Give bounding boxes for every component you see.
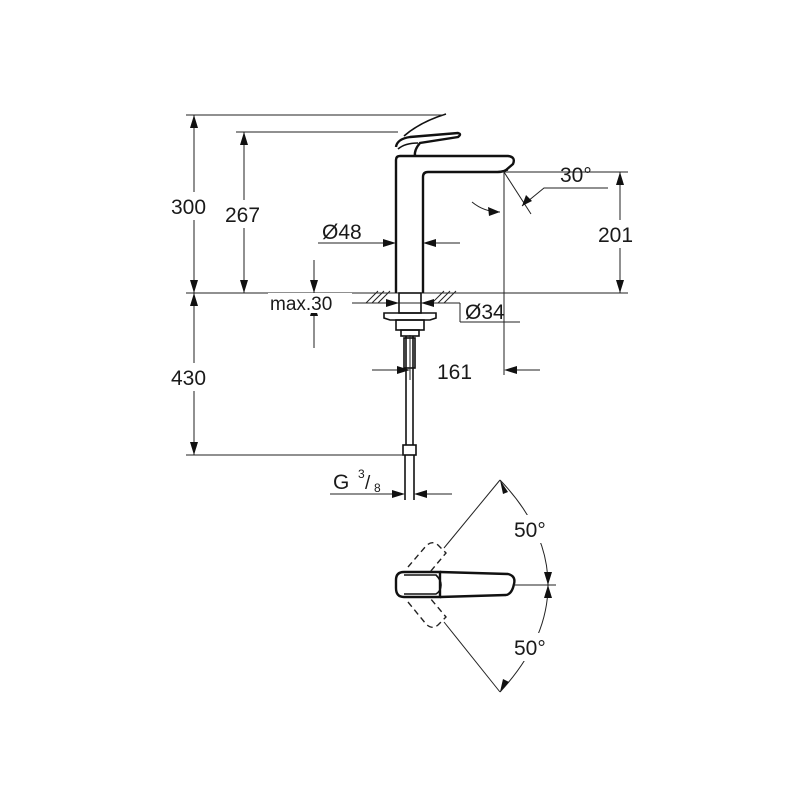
aerator-outlet — [495, 169, 509, 173]
top-view-handle-inner — [404, 574, 442, 595]
dimension-max-30-label: max.30 — [270, 294, 332, 315]
dimension-diameter-34: Ø34 — [386, 299, 520, 324]
faucet-top-view: 50° 50° — [394, 479, 562, 693]
dimension-max-30: max.30 — [268, 260, 366, 348]
dimension-diameter-34-label: Ø34 — [465, 301, 505, 324]
faucet-body — [394, 154, 516, 293]
top-view-handle — [394, 570, 442, 599]
swing-radius-up — [443, 479, 501, 549]
thread-denominator: 8 — [374, 481, 381, 495]
dimension-diameter-48-label: Ø48 — [322, 221, 362, 244]
dimension-300-label: 300 — [171, 196, 206, 219]
dimension-201: 201 — [500, 171, 646, 293]
dimension-267: 267 — [222, 131, 398, 293]
dimension-thread-g-3-8: G 3 / 8 — [330, 467, 452, 498]
dimension-430-label: 430 — [171, 367, 206, 390]
lever-swing-down-outline — [407, 597, 447, 628]
lever-handle — [394, 131, 462, 157]
dimension-30-degree: 30° — [471, 164, 608, 375]
dimension-diameter-48: Ø48 — [318, 221, 460, 247]
dimension-161: 161 — [372, 335, 540, 384]
thread-numerator: 3 — [358, 467, 365, 481]
lever-cap — [397, 142, 419, 150]
dimension-161-label: 161 — [437, 361, 472, 384]
dimension-267-label: 267 — [225, 204, 260, 227]
dimension-201-label: 201 — [598, 224, 633, 247]
top-view-spout — [439, 570, 516, 599]
swing-radius-down — [443, 621, 501, 693]
dimension-430: 430 — [168, 293, 404, 456]
mounting-ring — [395, 319, 425, 331]
dimension-300: 300 — [168, 114, 444, 293]
thread-g-label: G — [333, 471, 349, 494]
mounting-nut — [383, 312, 437, 321]
hose-end-fitting — [402, 444, 417, 456]
lever-swing-up-outline — [407, 542, 447, 573]
lever-swing-up-label: 50° — [514, 519, 546, 542]
thread-slash: / — [365, 473, 371, 494]
dimension-30-degree-label: 30° — [560, 164, 592, 187]
lever-swing-down-label: 50° — [514, 637, 546, 660]
lever-top-arc — [403, 113, 447, 137]
